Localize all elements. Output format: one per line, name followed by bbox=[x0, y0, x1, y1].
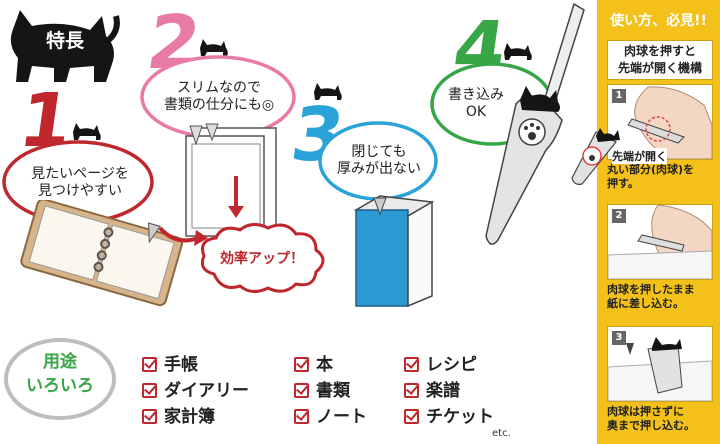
list-item-label: ダイアリー bbox=[164, 381, 249, 401]
list-item: ノート bbox=[294, 404, 367, 430]
cat-icon bbox=[200, 39, 228, 56]
feature-1-line2: 見つけやすい bbox=[38, 183, 122, 199]
step-2-line2: 紙に差し込む。 bbox=[607, 297, 684, 310]
header-cat-badge bbox=[10, 10, 120, 82]
step-3-caption: 肉球は押さずに 奥まで押し込む。 bbox=[607, 405, 711, 433]
overlay-open-label: 先端が開く bbox=[612, 148, 667, 164]
check-icon bbox=[404, 409, 419, 424]
step-1-panel: 1 bbox=[607, 84, 713, 160]
check-icon bbox=[294, 409, 309, 424]
cat-icon bbox=[314, 83, 342, 100]
sidebar-title: 使い方、必見!! bbox=[610, 13, 707, 29]
usage-sidebar: 使い方、必見!! 肉球を押すと 先端が開く機構 1 丸い部分(肉球)を 押す。 … bbox=[597, 0, 720, 444]
list-item: 家計簿 bbox=[142, 404, 249, 430]
check-icon bbox=[142, 409, 157, 424]
step-1-caption: 丸い部分(肉球)を 押す。 bbox=[607, 163, 711, 191]
step-2-number: 2 bbox=[612, 209, 626, 223]
step-3-panel: 3 bbox=[607, 326, 713, 402]
list-item: レシピ bbox=[404, 352, 494, 378]
list-item: 書類 bbox=[294, 378, 367, 404]
step-2-panel: 2 bbox=[607, 204, 713, 280]
hand-insert-illustration bbox=[608, 205, 712, 279]
step-3-line2: 奥まで押し込む。 bbox=[607, 419, 695, 432]
check-icon bbox=[404, 383, 419, 398]
step-3-line1: 肉球は押さずに bbox=[607, 405, 684, 418]
feature-2-text: スリムなので 書類の仕分にも◎ bbox=[148, 80, 290, 114]
planner-illustration bbox=[20, 200, 183, 307]
feature-4-line1: 書き込み bbox=[448, 87, 504, 103]
uses-badge-text: 用途 いろいろ bbox=[10, 350, 110, 398]
list-item: ダイアリー bbox=[142, 378, 249, 404]
feature-4-text: 書き込み OK bbox=[432, 87, 520, 121]
check-icon bbox=[404, 357, 419, 372]
feature-3-line1: 閉じても bbox=[351, 144, 407, 160]
feature-2-line1: スリムなので bbox=[177, 80, 261, 96]
step-2-caption: 肉球を押したまま 紙に差し込む。 bbox=[607, 283, 711, 311]
callout-cloud bbox=[200, 223, 325, 293]
cat-icon bbox=[504, 43, 532, 60]
list-item-label: 家計簿 bbox=[164, 407, 215, 427]
callout-text: 効率アップ！ bbox=[220, 251, 304, 267]
sidebar-heading: 肉球を押すと 先端が開く機構 bbox=[607, 40, 713, 80]
hand-illustration bbox=[627, 86, 712, 159]
list-item-label: レシピ bbox=[426, 355, 477, 375]
step-3-number: 3 bbox=[612, 331, 626, 345]
step-2-line1: 肉球を押したまま bbox=[607, 283, 695, 296]
clip-inserted-illustration bbox=[608, 337, 712, 401]
list-item-label: 書類 bbox=[316, 381, 350, 401]
arrow-icon bbox=[158, 176, 244, 246]
uses-badge-line1: 用途 bbox=[43, 352, 77, 372]
step-1-line1: 丸い部分(肉球)を bbox=[607, 163, 695, 176]
clip-detail-illustration bbox=[571, 128, 620, 185]
uses-list-1: 手帳 ダイアリー 家計簿 bbox=[142, 352, 249, 430]
list-item: チケット bbox=[404, 404, 494, 430]
feature-3-line2: 厚みが出ない bbox=[337, 161, 421, 177]
list-item: 手帳 bbox=[142, 352, 249, 378]
uses-etc: etc. bbox=[492, 428, 511, 439]
uses-badge-line2: いろいろ bbox=[26, 376, 94, 396]
sidebar-heading-line1: 肉球を押すと bbox=[623, 44, 696, 58]
feature-1-text: 見たいページを 見つけやすい bbox=[10, 166, 150, 200]
sidebar-heading-line2: 先端が開く機構 bbox=[617, 61, 702, 75]
check-icon bbox=[294, 383, 309, 398]
documents-illustration bbox=[185, 123, 277, 237]
check-icon bbox=[142, 383, 157, 398]
feature-2-line2: 書類の仕分にも◎ bbox=[163, 97, 275, 113]
feature-1-line1: 見たいページを bbox=[31, 166, 129, 182]
list-item: 楽譜 bbox=[404, 378, 494, 404]
list-item-label: チケット bbox=[426, 407, 494, 427]
uses-list-3: レシピ 楽譜 チケット bbox=[404, 352, 494, 430]
list-item-label: ノート bbox=[316, 407, 367, 427]
cat-icon bbox=[73, 123, 101, 140]
book-illustration bbox=[353, 195, 435, 308]
step-1-line2: 押す。 bbox=[607, 177, 639, 190]
pen-clip-illustration bbox=[485, 2, 585, 245]
check-icon bbox=[294, 357, 309, 372]
list-item-label: 本 bbox=[316, 355, 333, 375]
uses-badge bbox=[4, 338, 116, 420]
feature-3-text: 閉じても 厚みが出ない bbox=[320, 144, 438, 178]
list-item-label: 楽譜 bbox=[426, 381, 460, 401]
step-1-number: 1 bbox=[612, 89, 626, 103]
header-label: 特長 bbox=[45, 30, 84, 52]
list-item: 本 bbox=[294, 352, 367, 378]
feature-4-line2: OK bbox=[465, 104, 487, 120]
list-item-label: 手帳 bbox=[164, 355, 198, 375]
check-icon bbox=[142, 357, 157, 372]
uses-list-2: 本 書類 ノート bbox=[294, 352, 367, 430]
